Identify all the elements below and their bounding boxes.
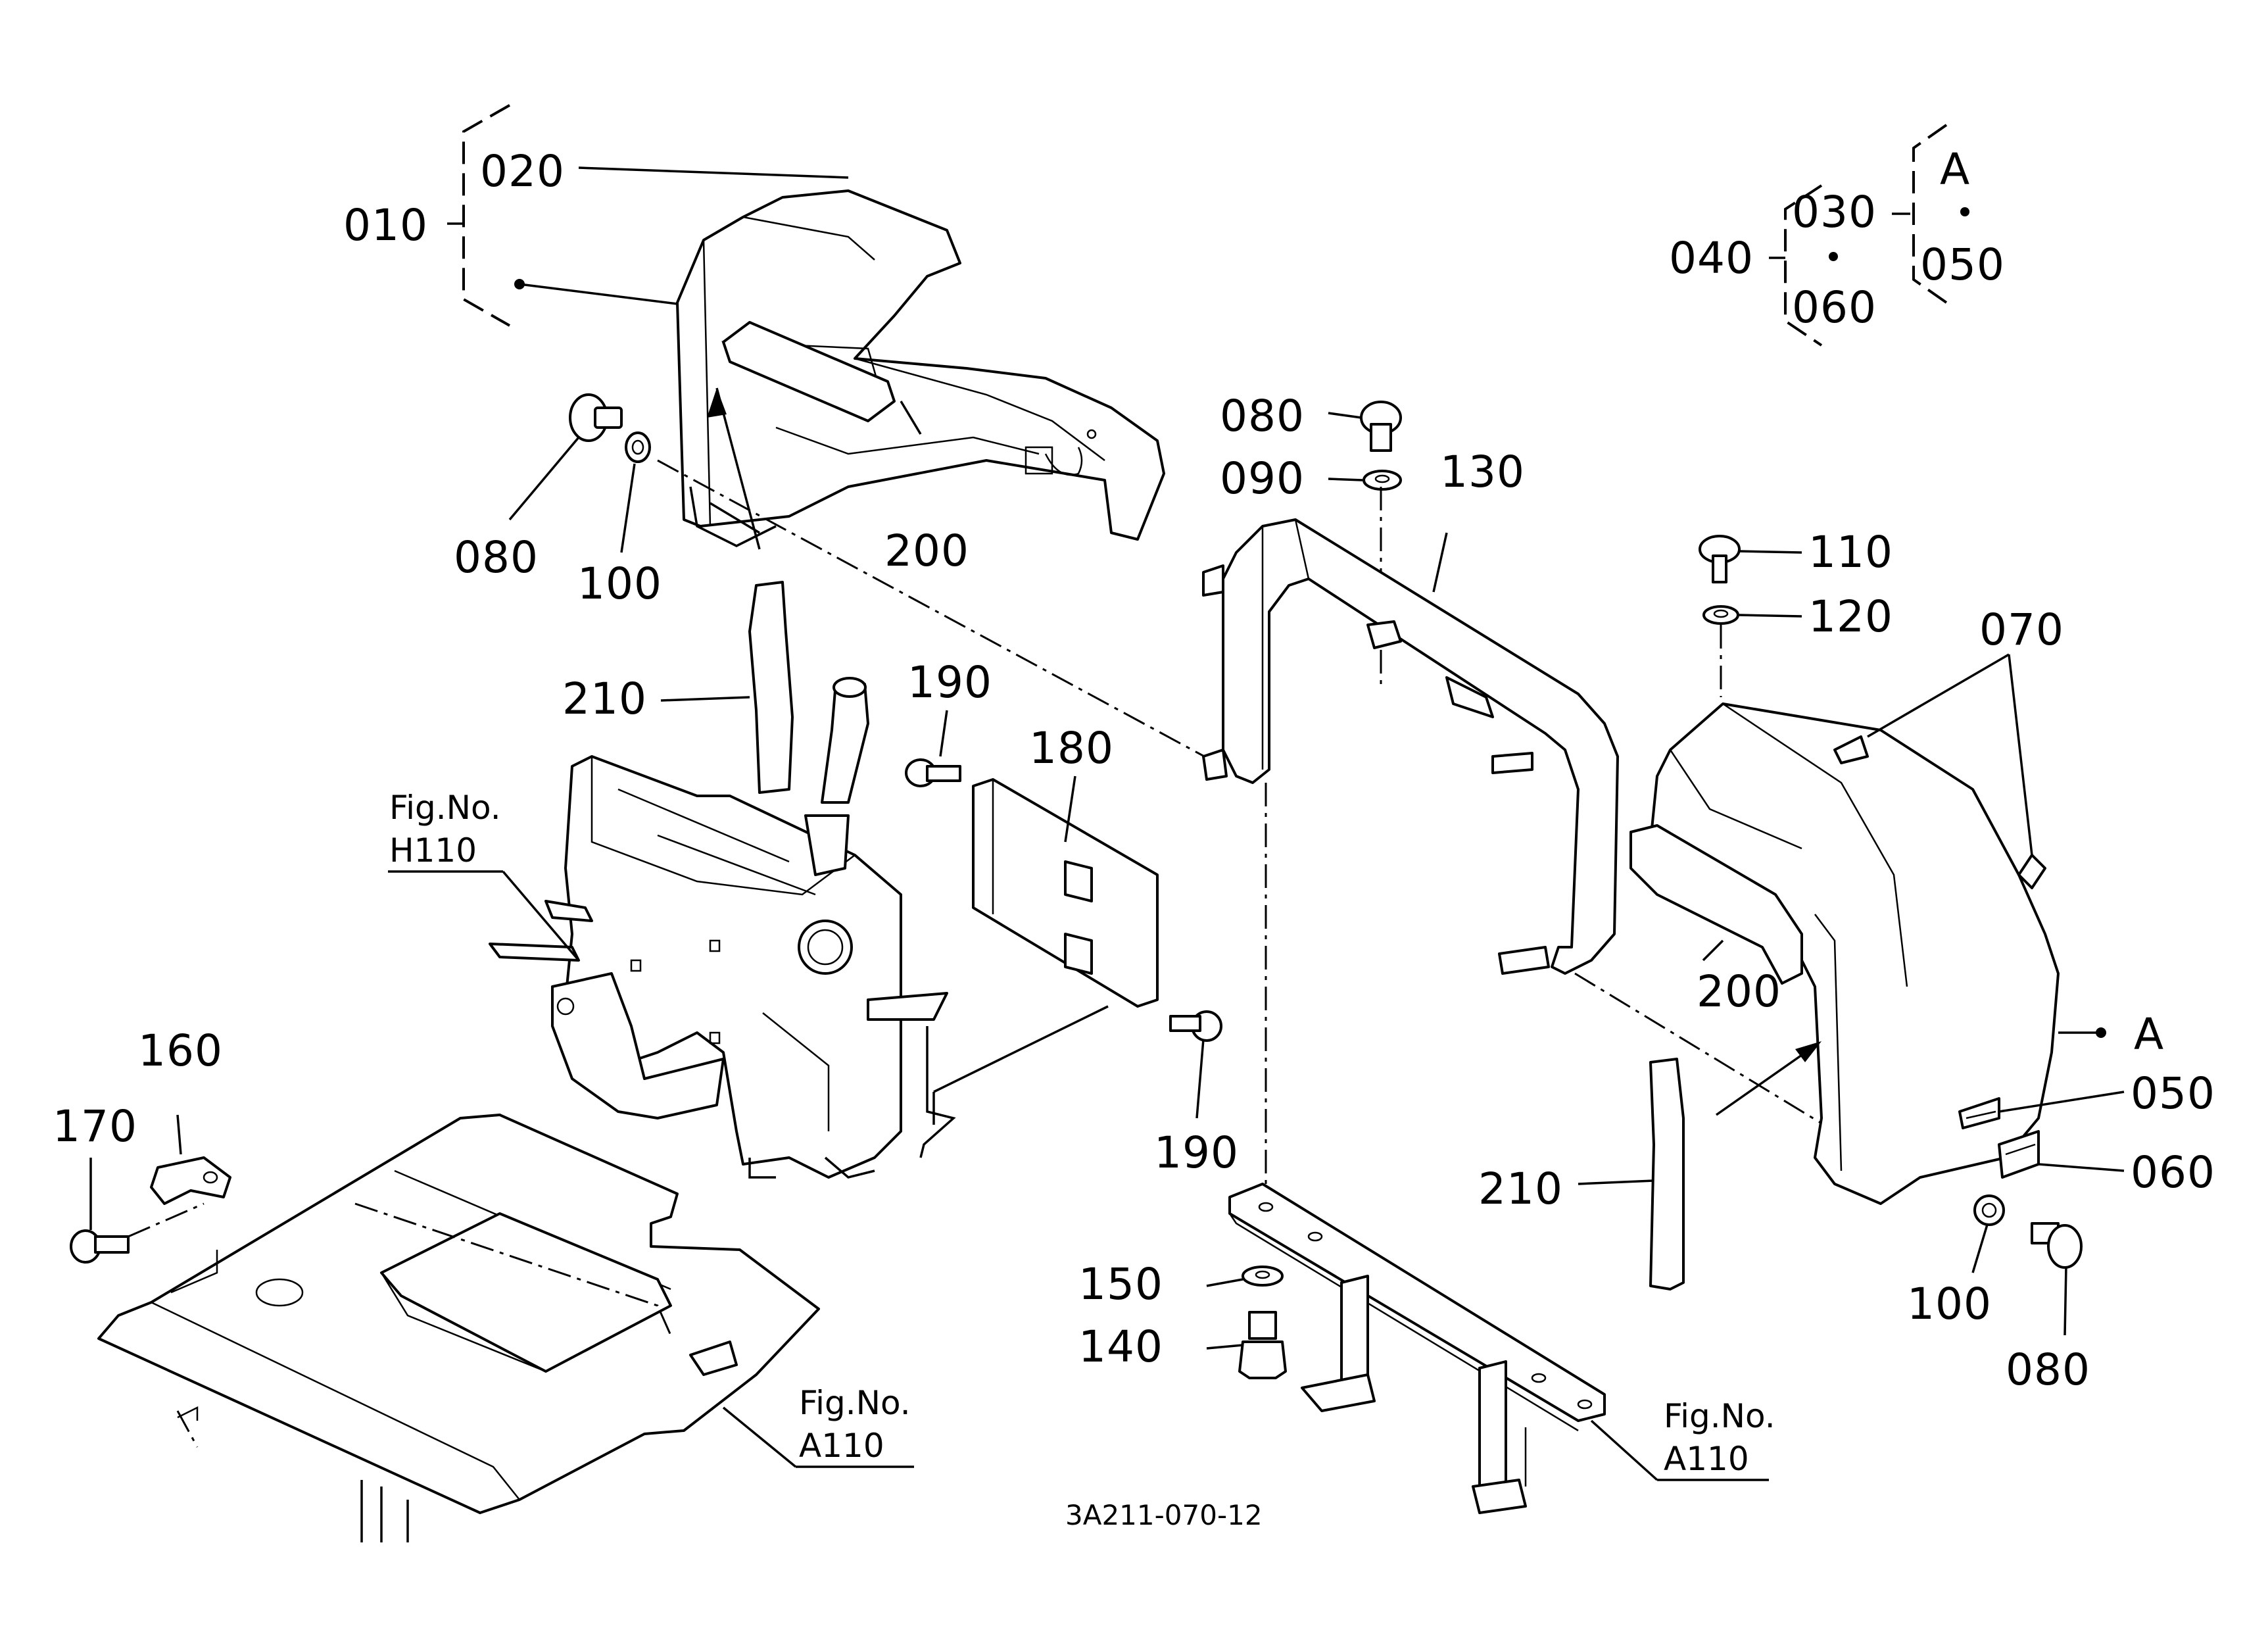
- label-040: 040: [1669, 233, 1754, 283]
- bolt-170: [70, 1158, 205, 1264]
- label-060-right: 060: [2131, 1147, 2215, 1198]
- screw-110: [1699, 535, 1802, 583]
- label-160: 160: [138, 1025, 223, 1076]
- support-beam-a110: [1228, 1183, 1658, 1514]
- group-bracket-040: [1769, 124, 1969, 347]
- label-120: 120: [1808, 591, 1893, 642]
- bolt-080-right: [2031, 1222, 2083, 1336]
- label-150: 150: [1078, 1259, 1163, 1310]
- label-130: 130: [1440, 447, 1525, 497]
- label-110: 110: [1808, 527, 1893, 578]
- arrow-right-panel: [1715, 1041, 1822, 1116]
- label-A-top: A: [1940, 144, 1970, 195]
- bolt-190-top: [905, 710, 961, 787]
- label-090: 090: [1220, 453, 1305, 504]
- fig-ref-h110-code: H110: [389, 831, 477, 870]
- label-020: 020: [480, 146, 565, 197]
- bolt-080-left: [508, 393, 651, 553]
- washer-100-right: [1971, 1194, 2005, 1273]
- label-140: 140: [1078, 1321, 1163, 1372]
- fig-ref-h110-title: Fig.No.: [389, 789, 501, 827]
- label-010: 010: [343, 200, 428, 251]
- panel-right-A: [1649, 702, 2060, 1205]
- leader-h110: [388, 870, 580, 962]
- clip-070: [1867, 653, 2033, 856]
- label-070: 070: [1979, 604, 2064, 655]
- leader-a110-left: [722, 1406, 914, 1468]
- label-210-right: 210: [1478, 1164, 1563, 1214]
- washer-150: [1206, 1266, 1284, 1287]
- foam-pad-210-left: [660, 581, 794, 794]
- floor-panel-a110: [97, 1114, 820, 1542]
- fig-ref-a110-left-code: A110: [799, 1427, 884, 1465]
- label-080-mid: 080: [1220, 391, 1305, 441]
- label-200-left: 200: [884, 526, 969, 576]
- marker-A-right: [2058, 1027, 2106, 1038]
- label-210-left: 210: [562, 674, 647, 724]
- nut-140: [1206, 1311, 1287, 1379]
- label-170: 170: [53, 1101, 137, 1152]
- bracket-160: [150, 1114, 231, 1205]
- bolt-080-mid: [1328, 401, 1402, 684]
- label-190-top: 190: [907, 657, 992, 708]
- plate-180: [932, 775, 1159, 1125]
- label-100-right: 100: [1907, 1279, 1992, 1329]
- bolt-190-bottom: [1169, 1010, 1222, 1119]
- fig-ref-a110-right-code: A110: [1664, 1440, 1749, 1478]
- fig-ref-a110-right-title: Fig.No.: [1664, 1397, 1775, 1435]
- fig-ref-a110-left-title: Fig.No.: [799, 1384, 911, 1422]
- foam-strip-200-left: [707, 321, 922, 550]
- label-190-bottom: 190: [1154, 1127, 1239, 1178]
- label-200-right: 200: [1697, 966, 1781, 1017]
- label-A-right: A: [2134, 1009, 2164, 1060]
- diagram-code: 3A211-070-12: [1065, 1499, 1263, 1531]
- mechanism-h110: [489, 677, 956, 1179]
- foam-pad-210-right: [1578, 1058, 1685, 1291]
- group-bracket-010: [447, 104, 849, 327]
- label-100-left: 100: [577, 558, 662, 609]
- washer-120: [1702, 605, 1802, 697]
- label-050-top: 050: [1920, 239, 2005, 290]
- label-030: 030: [1792, 187, 1877, 237]
- frame-130: [1202, 518, 1835, 1191]
- label-060-top: 060: [1792, 282, 1877, 333]
- label-180: 180: [1029, 723, 1114, 774]
- label-080-left: 080: [454, 532, 539, 583]
- label-050-right: 050: [2131, 1068, 2215, 1119]
- foam-strip-200-right: [1629, 824, 1803, 985]
- label-080-right: 080: [2006, 1344, 2090, 1395]
